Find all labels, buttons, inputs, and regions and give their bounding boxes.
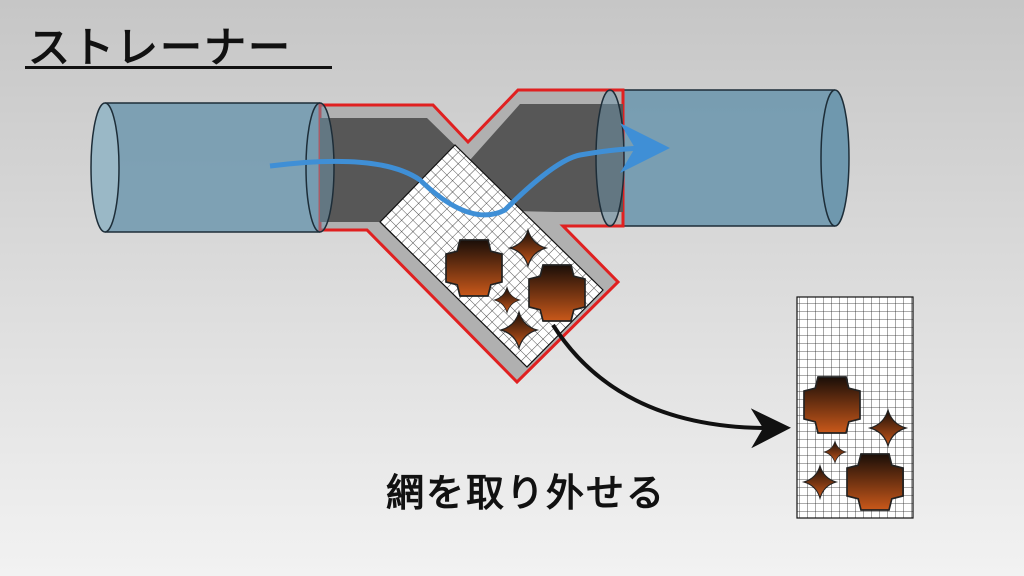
removed-mesh xyxy=(796,296,914,519)
flow-arrow xyxy=(269,123,670,218)
page-title: ストレーナー xyxy=(28,23,293,72)
inlet-pipe xyxy=(90,102,320,233)
strainer-body xyxy=(318,88,625,385)
title-underline xyxy=(25,66,332,69)
outlet-pipe xyxy=(610,89,850,227)
caption: 網を取り外せる xyxy=(386,471,667,515)
pointer-arrow xyxy=(551,323,791,449)
